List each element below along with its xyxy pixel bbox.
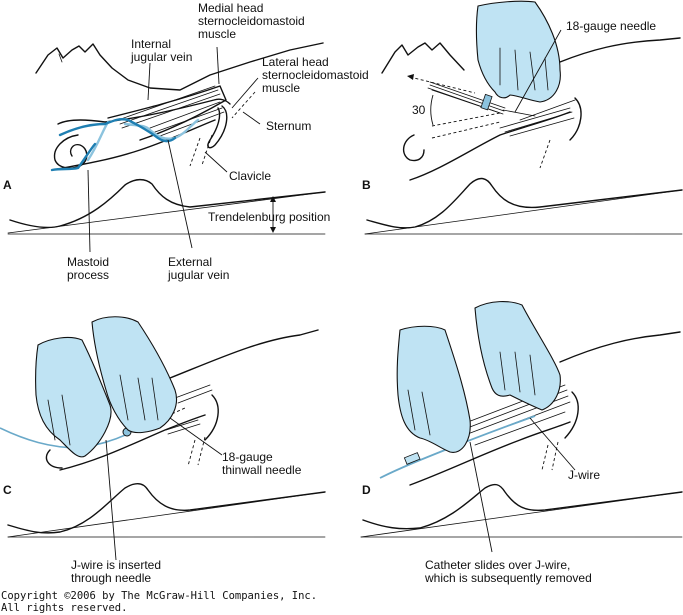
leader-clavicle [204, 151, 228, 173]
shoulder-outline [169, 329, 319, 379]
internal-jugular-vein-line [86, 118, 200, 162]
ear [45, 449, 63, 469]
panel-b: 30 B 18-gauge needle [362, 0, 683, 235]
finger-line [499, 47, 549, 91]
label-medial-head-2: sternocleidomastoid [198, 14, 305, 28]
direction-arrow-line [409, 76, 476, 94]
clavicle-dash-1 [541, 444, 549, 471]
arrow-head-up [270, 196, 276, 202]
angle-arc [430, 94, 434, 126]
face-profile [35, 42, 324, 91]
label-thinwall-needle-1: 18-gauge [222, 450, 273, 464]
face-profile [381, 42, 465, 74]
lateral-head-dash [231, 91, 256, 119]
sternocleidomastoid-muscle [107, 85, 227, 141]
needle-shaft [502, 109, 536, 117]
sternum [207, 105, 228, 149]
shoulder-outline [559, 37, 681, 63]
label-j-wire: J-wire [568, 468, 600, 482]
panel-letter-c: C [3, 483, 12, 497]
muscle-strands [499, 99, 576, 137]
syringe-hub [480, 93, 493, 111]
arrow-head-down [270, 227, 276, 233]
copyright-line-1: Copyright ©2006 by The McGraw-Hill Compa… [1, 590, 318, 602]
label-medial-head-1: Medial head [198, 1, 263, 15]
nostril [58, 53, 63, 63]
finger-lines [407, 351, 536, 436]
label-thinwall-needle-2: thinwall needle [222, 463, 302, 477]
neck-lower [409, 111, 571, 181]
body-contour [362, 483, 683, 530]
label-lateral-head-3: muscle [262, 81, 300, 95]
external-jugular-vein-line [50, 118, 177, 172]
leader-needle [514, 29, 562, 113]
label-internal-jugular-1: Internal [131, 37, 171, 51]
clavicle-dash-2 [551, 441, 559, 471]
label-catheter-2: which is subsequently removed [424, 571, 592, 585]
label-sternum: Sternum [266, 119, 311, 133]
label-internal-jugular-2: jugular vein [130, 50, 192, 64]
clavicle-dash-2 [197, 436, 206, 466]
angle-baseline [431, 121, 501, 139]
copyright-line-2: All rights reserved. [1, 602, 128, 614]
panel-a: A Medial head sternocleidomastoid muscle… [3, 1, 369, 282]
leader-internal-jugular [147, 62, 151, 101]
panel-c: C 18-gauge thinwall needle J-wire is ins… [0, 316, 326, 585]
label-j-wire-inserted-2: through needle [71, 571, 151, 585]
label-external-jugular-1: External [168, 255, 212, 269]
panel-letter-d: D [362, 483, 371, 497]
panel-letter-b: B [362, 178, 371, 192]
horizontal-reference-line [431, 112, 501, 127]
label-lateral-head-2: sternocleidomastoid [262, 68, 369, 82]
leader-sternum [242, 111, 261, 125]
sternum [564, 391, 579, 439]
finger-lines [47, 374, 159, 446]
label-lateral-head-1: Lateral head [262, 55, 329, 69]
body-contour [7, 483, 326, 534]
leader-medial-head [216, 46, 220, 85]
label-trendelenburg: Trendelenburg position [208, 210, 330, 224]
leader-external-jugular [167, 139, 193, 249]
bed-incline [364, 189, 683, 235]
leader-catheter [469, 441, 493, 553]
syringe [427, 81, 536, 117]
leader-lateral-head [231, 77, 259, 109]
leader-j-wire [529, 417, 576, 471]
label-external-jugular-2: jugular vein [167, 268, 229, 282]
label-medial-head-3: muscle [198, 27, 236, 41]
sternum [569, 97, 582, 141]
catheter-hub [403, 452, 421, 465]
bed-incline [7, 491, 326, 538]
neck-lower [59, 414, 206, 471]
label-clavicle: Clavicle [229, 169, 271, 183]
direction-arrow-head [407, 74, 414, 80]
sternum [204, 394, 219, 441]
gloved-hand-left [35, 336, 112, 458]
gloved-hand-right [474, 301, 561, 411]
label-catheter-1: Catheter slides over J-wire, [425, 558, 570, 572]
muscle-strands [165, 384, 213, 435]
label-18-gauge-needle: 18-gauge needle [566, 19, 656, 33]
bed-incline [360, 491, 683, 538]
neck-lower [51, 119, 216, 171]
shoulder-outline [559, 331, 681, 363]
neck-outline [57, 98, 231, 125]
clavicle-dash [539, 139, 551, 169]
neck-lower [409, 421, 571, 486]
label-mastoid-1: Mastoid [67, 255, 109, 269]
leader-thinwall-needle [169, 417, 223, 456]
leader-mastoid [87, 169, 91, 253]
gloved-hand-left [396, 325, 471, 453]
clavicle-dash-1 [187, 439, 196, 467]
panel-d: D J-wire Catheter slides over J-wire, wh… [360, 301, 683, 585]
label-mastoid-2: process [67, 268, 109, 282]
ear [403, 134, 425, 162]
clavicle-dash-1 [189, 137, 201, 167]
gloved-hand [475, 0, 561, 103]
angle-label: 30 [412, 103, 426, 117]
panel-letter-a: A [3, 178, 12, 192]
body-contour [366, 177, 683, 229]
label-j-wire-inserted-1: J-wire is inserted [71, 558, 161, 572]
